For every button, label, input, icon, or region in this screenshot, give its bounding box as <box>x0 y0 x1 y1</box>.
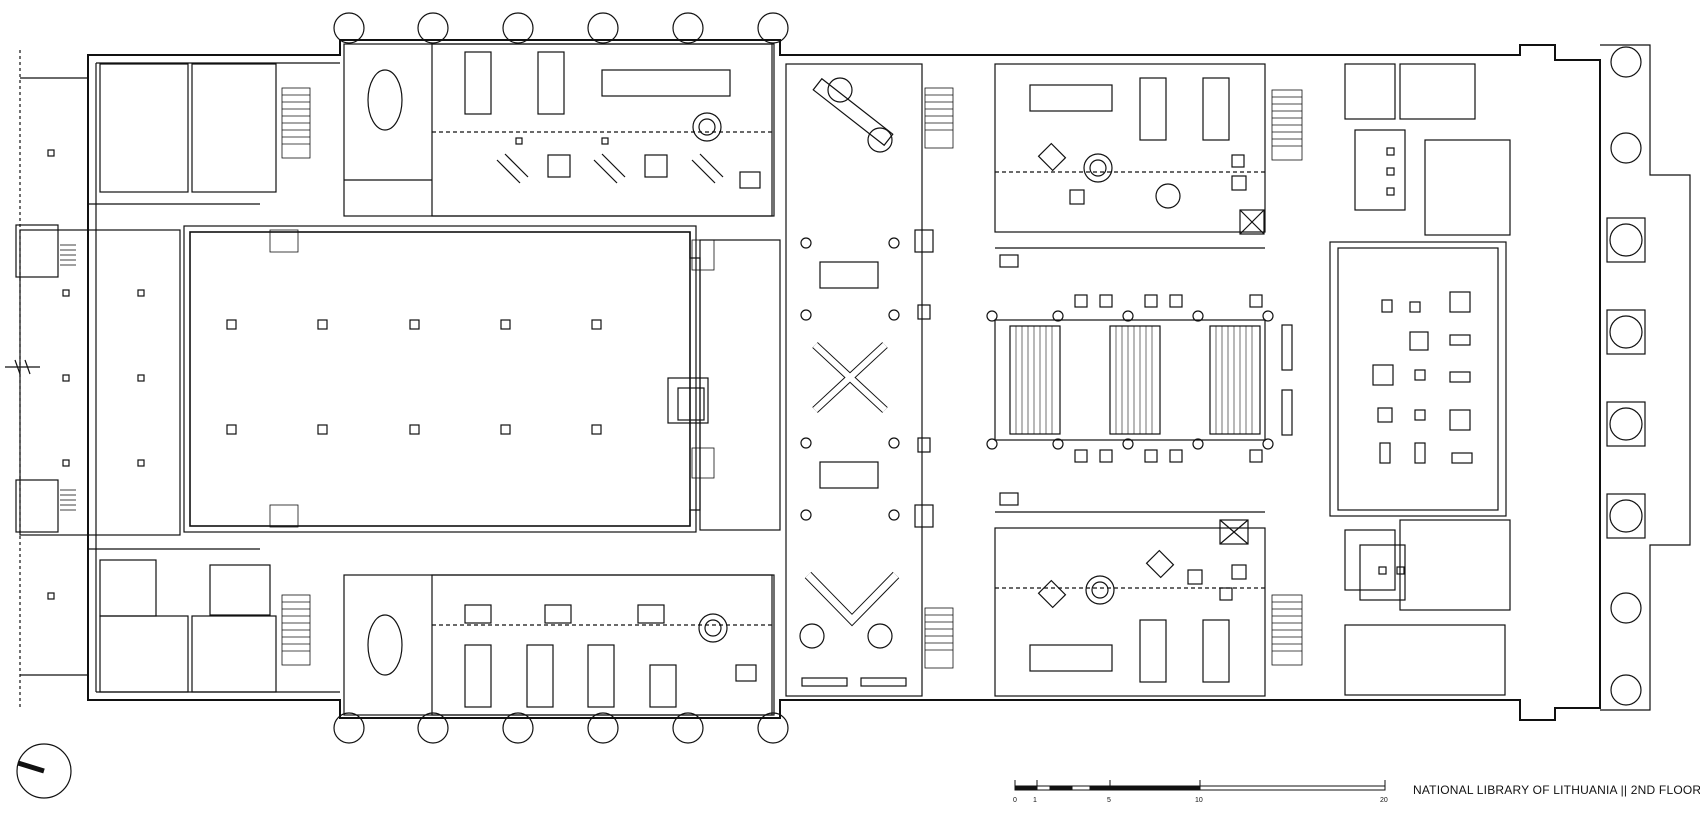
reading-room-bottom-left <box>343 574 775 716</box>
drawing-title: NATIONAL LIBRARY OF LITHUANIA || 2ND FLO… <box>1413 783 1700 797</box>
reading-room-bottom-right <box>994 519 1266 697</box>
scale-tick-20: 20 <box>1380 797 1388 804</box>
left-wing <box>15 63 277 693</box>
service-rooms <box>1344 63 1511 696</box>
reading-room-top-left <box>343 43 775 217</box>
stairs <box>269 87 1303 669</box>
building-outline <box>5 39 1601 721</box>
reading-room-top-right <box>994 63 1266 235</box>
scale-tick-10: 10 <box>1195 797 1203 804</box>
atrium <box>785 63 934 697</box>
north-arrow-icon <box>16 743 72 799</box>
facade-columns <box>1600 44 1691 711</box>
central-hall <box>183 225 781 533</box>
scale-tick-5: 5 <box>1107 797 1111 804</box>
wall-bays-bottom <box>333 712 789 744</box>
scale-bar: 0 1 5 10 20 <box>1013 780 1388 804</box>
right-hall <box>1329 241 1507 517</box>
spiral-stairs <box>698 118 1109 637</box>
scale-tick-0: 0 <box>1013 797 1017 804</box>
grand-staircase <box>986 247 1293 513</box>
wall-bays-top <box>333 12 789 44</box>
scale-tick-1: 1 <box>1033 797 1037 804</box>
